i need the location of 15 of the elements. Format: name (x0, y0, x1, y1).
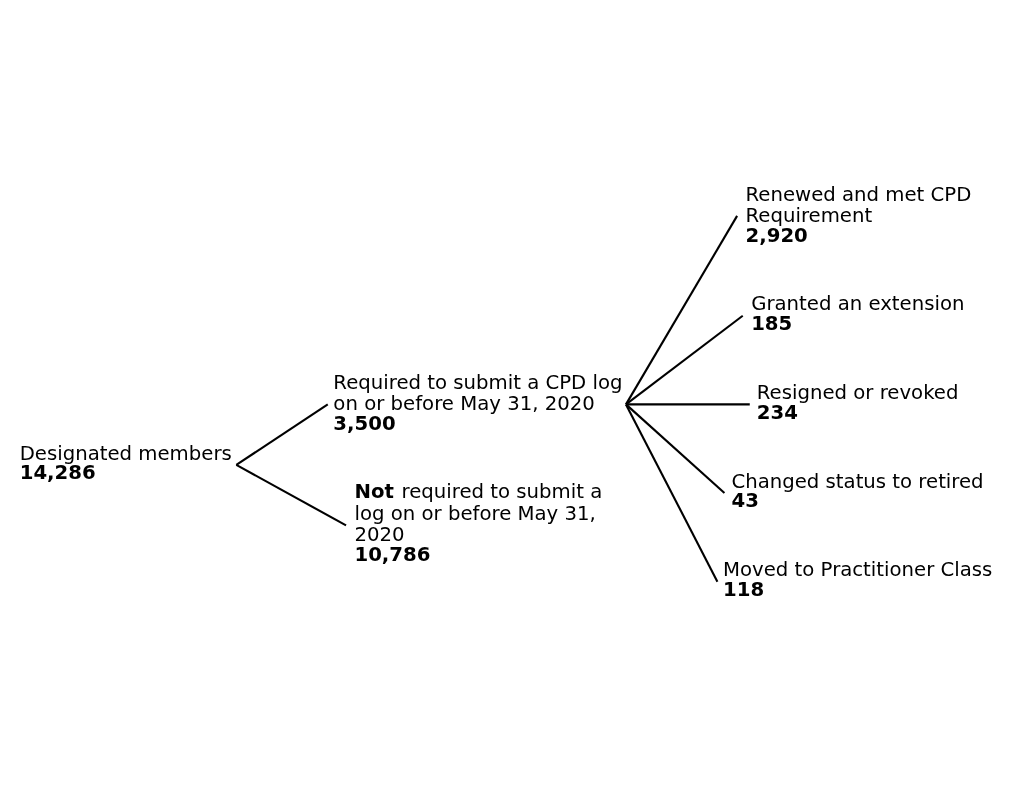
node-text: Not required to submit a log on or before May 31, 2020 10,786 (354, 479, 603, 566)
connector (625, 314, 744, 406)
node-text: Moved to Practitioner Class 118 (723, 558, 993, 601)
connector (235, 403, 329, 466)
connector (625, 403, 719, 583)
node-text: Resigned or revoked 234 (756, 381, 959, 424)
connector (235, 463, 347, 527)
connector (625, 403, 726, 494)
node-text: Designated members 14,286 (19, 441, 232, 485)
node-text: Changed status to retired 43 (731, 469, 984, 513)
connector (625, 215, 738, 405)
node-text: Required to submit a CPD log on or before May 31, 2020 3,500 (333, 371, 623, 435)
connector (626, 403, 750, 406)
node-text: Renewed and met CPD Requirement 2,920 (745, 182, 972, 247)
node-text: Granted an extension 185 (751, 292, 965, 336)
